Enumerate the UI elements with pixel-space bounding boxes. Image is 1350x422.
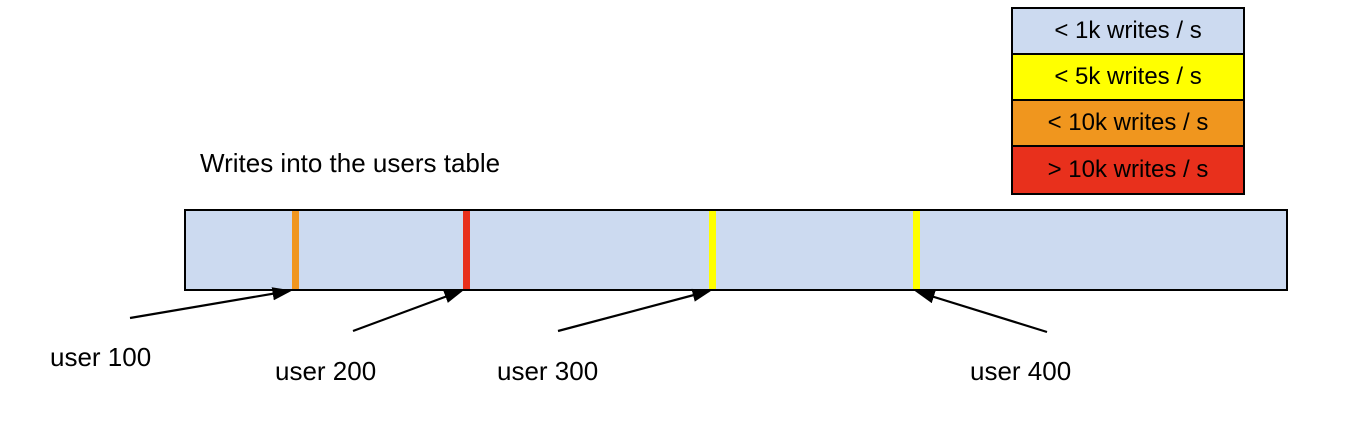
callout-label-user-300: user 300 <box>497 356 599 386</box>
callout-label-user-400: user 400 <box>970 356 1072 386</box>
legend-label-under-10k: < 10k writes / s <box>1047 109 1209 136</box>
arrow-user-300 <box>557 288 713 333</box>
arrow-user-100 <box>129 287 293 320</box>
legend-row-under-10k: < 10k writes / s <box>1013 101 1243 147</box>
users-table-bar <box>184 209 1288 291</box>
legend-label-under-5k: < 5k writes / s <box>1054 63 1202 90</box>
legend-row-under-1k: < 1k writes / s <box>1013 9 1243 55</box>
arrow-user-200 <box>352 289 465 333</box>
arrow-user-400 <box>914 290 1048 334</box>
callout-label-user-100: user 100 <box>50 342 152 372</box>
legend-label-over-10k: > 10k writes / s <box>1047 156 1209 183</box>
bar-marker-user-200 <box>463 211 471 289</box>
legend: < 1k writes / s < 5k writes / s < 10k wr… <box>1011 7 1245 195</box>
bar-marker-user-100 <box>291 211 299 289</box>
legend-row-over-10k: > 10k writes / s <box>1013 147 1243 193</box>
bar-marker-user-300 <box>708 211 716 289</box>
chart-title: Writes into the users table <box>200 148 501 178</box>
bar-marker-user-400 <box>913 211 921 289</box>
legend-label-under-1k: < 1k writes / s <box>1054 17 1202 44</box>
legend-row-under-5k: < 5k writes / s <box>1013 55 1243 101</box>
callout-label-user-200: user 200 <box>275 356 377 386</box>
